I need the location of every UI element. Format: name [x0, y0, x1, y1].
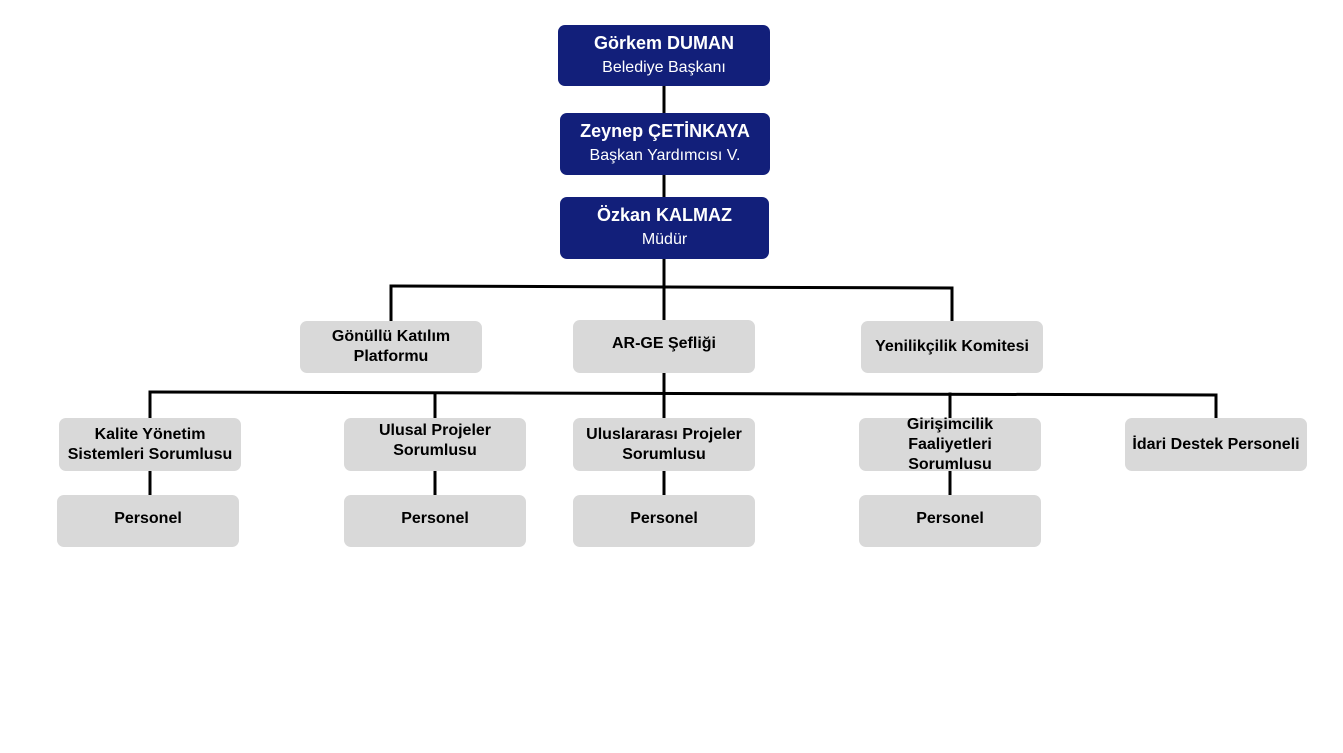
yenilikcilik-komitesi-box: Yenilikçilik Komitesi — [861, 321, 1043, 373]
uluslararasi-projeler-box: Uluslararası Projeler Sorumlusu — [573, 418, 755, 471]
kalite-personel-box: Personel — [57, 495, 239, 547]
deputy-mayor-name: Zeynep ÇETİNKAYA — [580, 121, 750, 141]
kalite-line-1: Kalite Yönetim — [94, 425, 206, 443]
gonullu-line-1: Gönüllü Katılım — [331, 328, 451, 345]
director-title: Müdür — [641, 231, 688, 248]
girisimcilik-faaliyetleri-box: Girişimcilik Faaliyetleri Sorumlusu — [859, 415, 1041, 473]
mayor-name: Görkem DUMAN — [593, 32, 735, 53]
mayor-title: Belediye Başkanı — [602, 58, 726, 76]
idari-destek-box: İdari Destek Personeli — [1125, 418, 1307, 471]
girisimcilik-line-1: Girişimcilik Faaliyetleri — [906, 415, 994, 453]
connector-unit-bus — [389, 284, 954, 290]
uluslararasi-line-1: Uluslararası Projeler — [586, 425, 742, 443]
uluslararasi-personel-label: Personel — [630, 510, 698, 527]
director-box: Özkan KALMAZ Müdür — [560, 197, 769, 259]
girisimcilik-personel-box: Personel — [859, 495, 1041, 547]
director-name: Özkan KALMAZ — [597, 205, 732, 225]
uluslararasi-line-2: Sorumlusu — [622, 445, 706, 463]
kalite-personel-label: Personel — [114, 510, 182, 527]
gonullu-line-2: Platformu — [353, 348, 429, 365]
connector-role-bus — [148, 390, 1218, 397]
ulusal-line-1: Ulusal Projeler — [378, 421, 492, 439]
kalite-yonetim-box: Kalite Yönetim Sistemleri Sorumlusu — [59, 418, 241, 471]
idari-line-1: İdari Destek Personeli — [1132, 435, 1300, 453]
mayor-box: Görkem DUMAN Belediye Başkanı — [558, 25, 770, 86]
arge-sefligi-box: AR-GE Şefliği — [573, 320, 755, 373]
uluslararasi-personel-box: Personel — [573, 495, 755, 547]
deputy-mayor-title: Başkan Yardımcısı V. — [589, 147, 741, 164]
girisimcilik-personel-label: Personel — [916, 510, 984, 527]
girisimcilik-line-2: Sorumlusu — [908, 455, 992, 473]
ulusal-projeler-box: Ulusal Projeler Sorumlusu — [344, 418, 526, 471]
deputy-mayor-box: Zeynep ÇETİNKAYA Başkan Yardımcısı V. — [560, 113, 770, 175]
kalite-line-2: Sistemleri Sorumlusu — [67, 445, 233, 463]
ulusal-personel-box: Personel — [344, 495, 526, 547]
ulusal-personel-label: Personel — [401, 510, 469, 527]
gonullu-katilim-box: Gönüllü Katılım Platformu — [300, 321, 482, 373]
arge-line-1: AR-GE Şefliği — [611, 334, 716, 352]
yenilikcilik-line-1: Yenilikçilik Komitesi — [875, 338, 1029, 355]
ulusal-line-2: Sorumlusu — [393, 441, 477, 459]
